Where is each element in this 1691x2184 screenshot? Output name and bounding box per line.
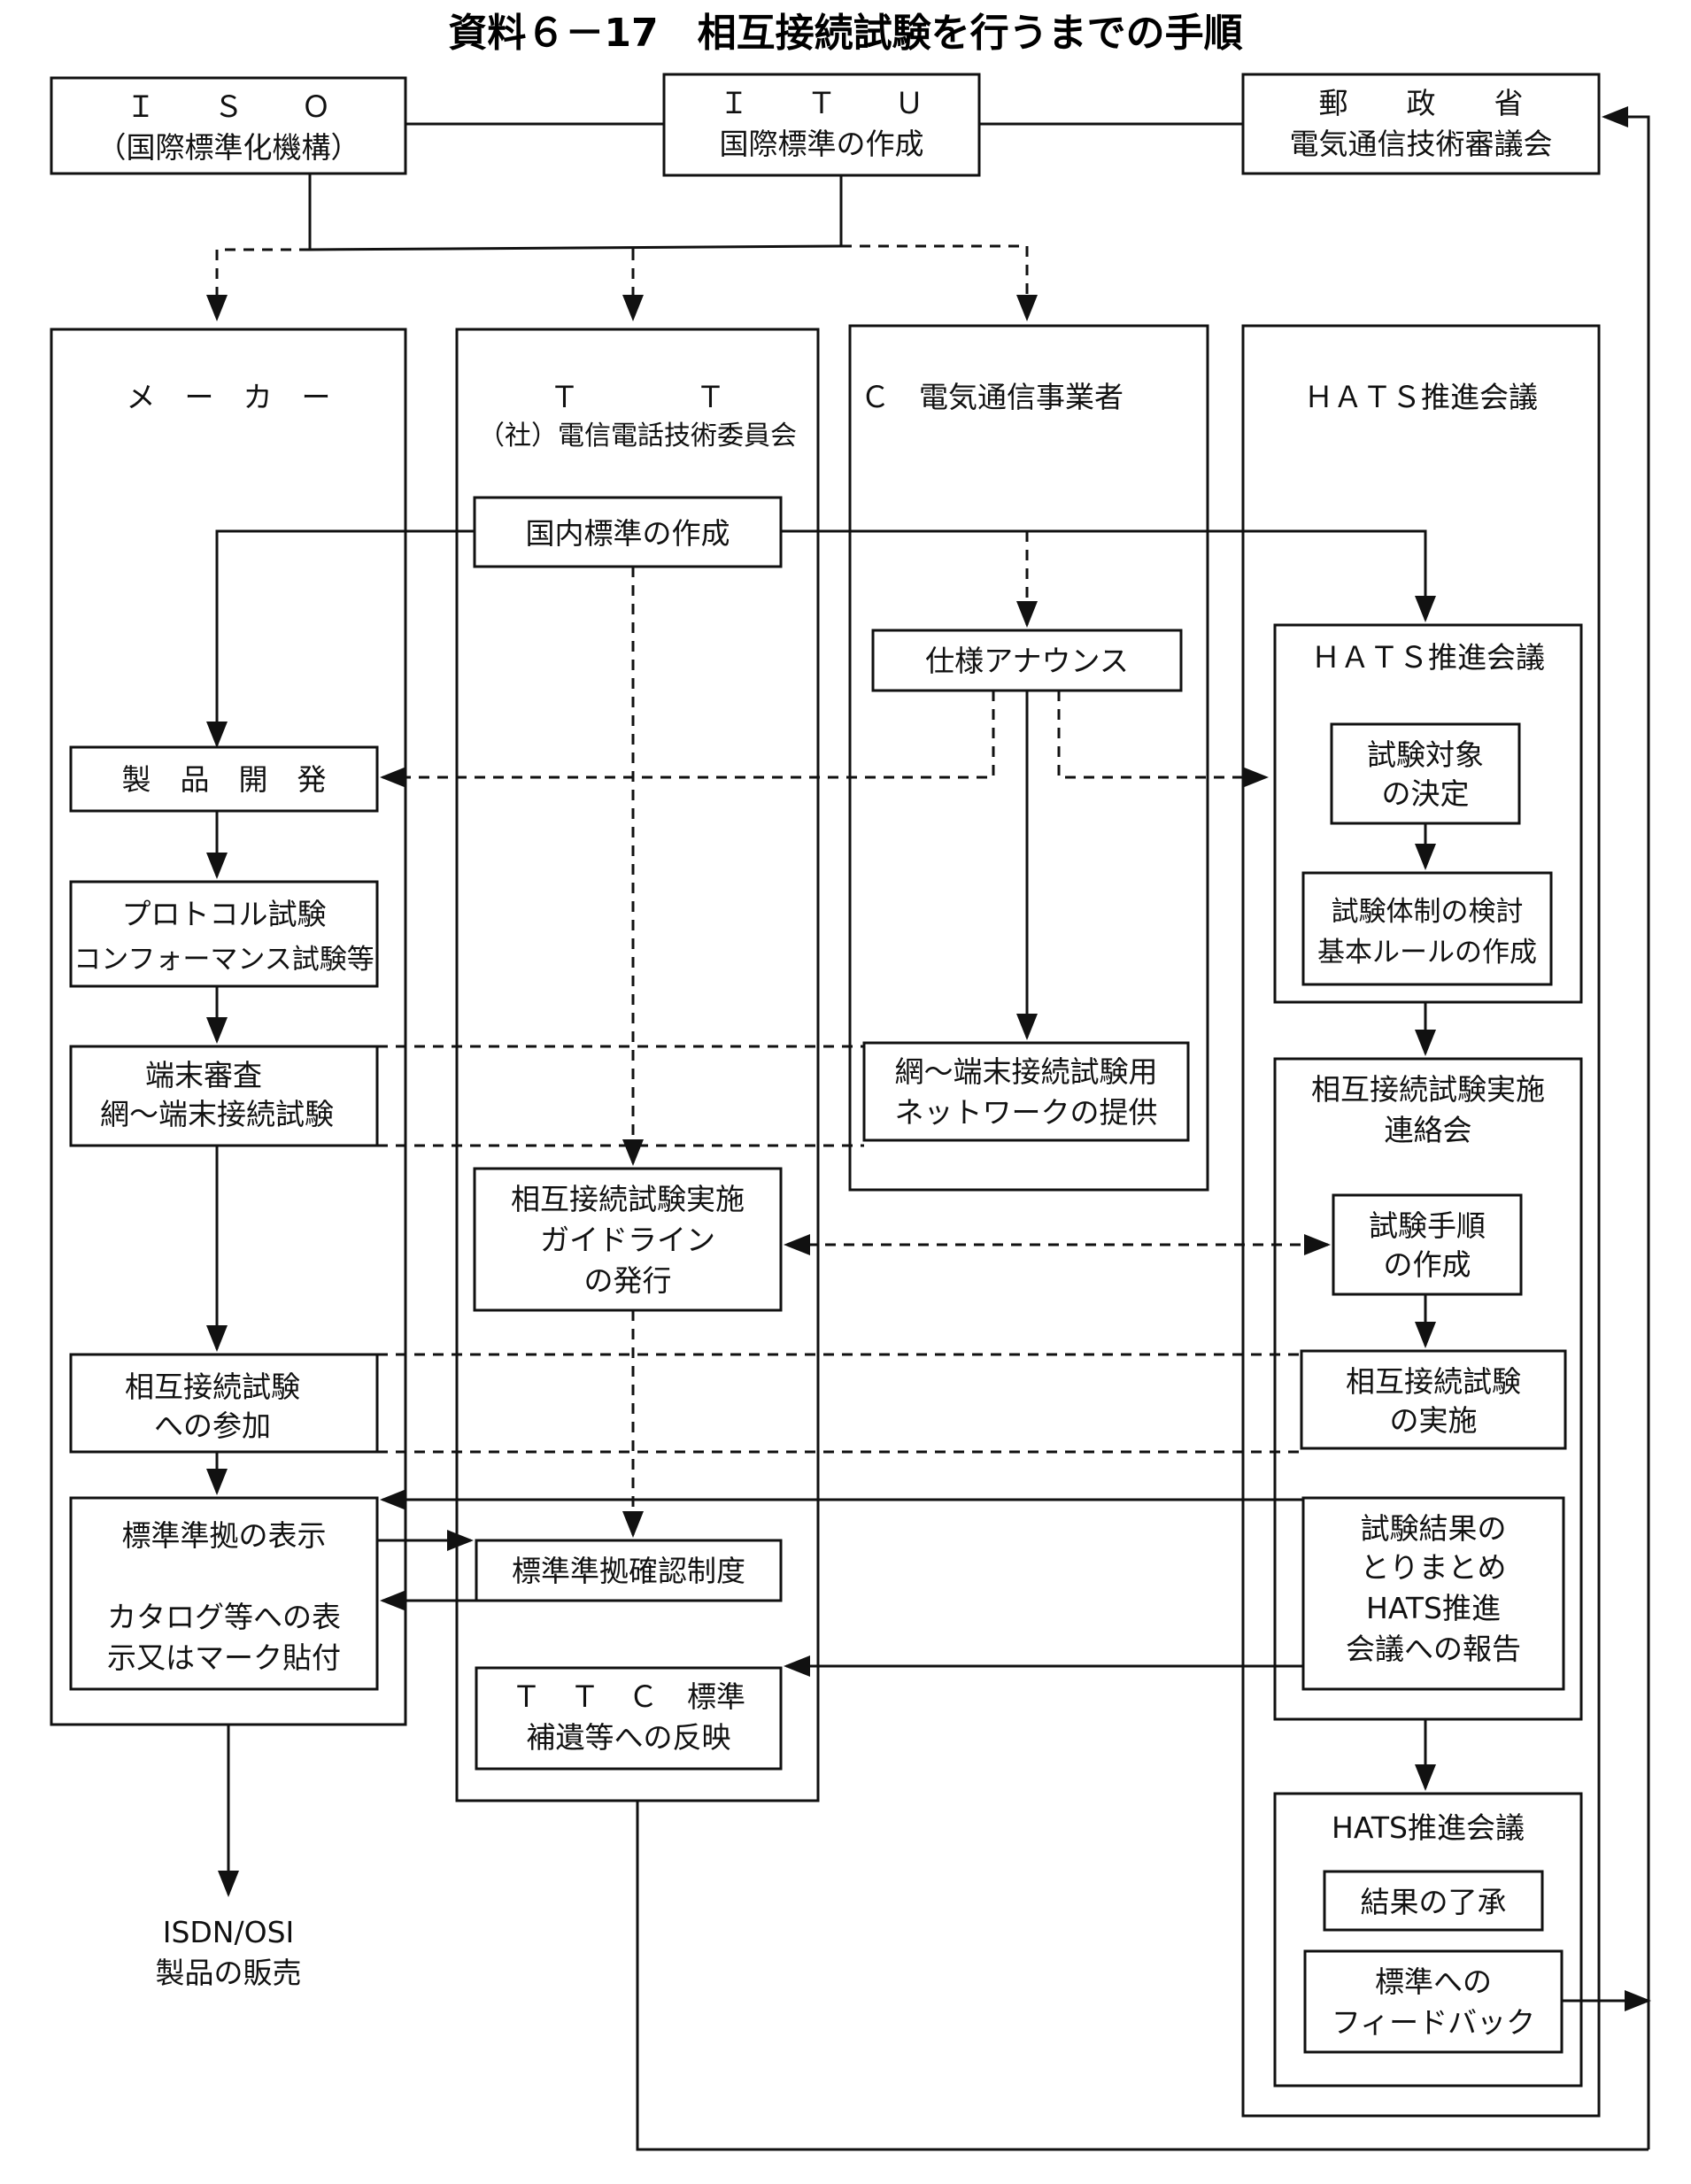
itu-subtitle: 国際標準の作成 — [720, 127, 924, 161]
hats-column — [1241, 324, 1601, 2118]
test-target-label: 試験対象 — [1367, 737, 1484, 772]
itu-label: Ｉ Ｔ Ｕ — [720, 86, 924, 120]
approval-box — [1323, 1870, 1544, 1932]
mark-label: 示又はマーク貼付 — [107, 1640, 341, 1675]
hats-inner-title: ＨＡＴＳ推進会議 — [1311, 640, 1545, 675]
standard-display-label: 標準準拠の表示 — [122, 1518, 327, 1553]
mpt-label: 郵 政 省 — [1319, 86, 1524, 120]
iso-subtitle: （国際標準化機構） — [97, 130, 360, 165]
arrow-std-to-maker — [206, 529, 475, 748]
results-summary-line3: HATS推進 — [1366, 1591, 1501, 1625]
procedure-sublabel: の作成 — [1384, 1247, 1471, 1282]
participation-label: への参加 — [154, 1408, 271, 1443]
ttc-column-subtitle: （社）電信電話技術委員会 — [478, 421, 797, 451]
terminal-review-label: 端末審査 — [145, 1058, 262, 1092]
cert-system-box — [475, 1539, 783, 1602]
spec-announcement-box — [871, 629, 1183, 692]
iso-label: Ｉ Ｓ Ｏ — [127, 89, 331, 124]
sales-label: 製品の販売 — [156, 1956, 302, 1990]
approval-label: 結果の了承 — [1361, 1885, 1507, 1919]
iso-box — [50, 76, 407, 175]
network-provide-sublabel: ネットワークの提供 — [895, 1095, 1158, 1130]
network-provide-label: 網～端末接続試験用 — [895, 1054, 1158, 1089]
hats-meeting-label: HATS推進会議 — [1332, 1810, 1525, 1845]
spec-announcement-label: 仕様アナウンス — [925, 644, 1129, 678]
feedback-loop-to-mpt — [1602, 106, 1650, 2149]
ttc-reflect-box — [475, 1666, 783, 1771]
interop-exec-box — [1300, 1349, 1567, 1450]
catalog-display-label: カタログ等への表 — [107, 1600, 341, 1634]
carrier-column-title: Ｃ 電気通信事業者 — [861, 380, 1123, 414]
distribution-dashed-line — [217, 244, 1027, 251]
domestic-standard-label: 国内標準の作成 — [526, 516, 730, 551]
network-provide-box — [862, 1041, 1190, 1142]
protocol-test-box — [69, 880, 379, 988]
procedure-box — [1332, 1193, 1523, 1296]
carrier-column — [848, 324, 1209, 1192]
test-system-sublabel: 基本ルールの作成 — [1317, 937, 1537, 969]
cert-system-label: 標準準拠確認制度 — [512, 1554, 745, 1588]
guideline-issue-label: の発行 — [584, 1263, 672, 1298]
iso-itu-join-line — [309, 244, 842, 251]
standard-display-box — [69, 1496, 379, 1691]
test-system-label: 試験体制の検討 — [1332, 896, 1524, 928]
product-development-label: 製 品 開 発 — [122, 762, 327, 797]
terminal-review-box — [69, 1045, 379, 1147]
feedback-label: 標準への — [1375, 1964, 1492, 1999]
ttc-reflect-label: Ｔ Ｔ Ｃ 標準 — [512, 1679, 745, 1714]
ttc-reflect-sublabel: 補遺等への反映 — [527, 1720, 731, 1755]
interop-participation-box — [69, 1353, 379, 1454]
interop-participation-label: 相互接続試験 — [125, 1370, 300, 1404]
protocol-test-label: プロトコル試験 — [122, 897, 327, 931]
interop-exec-sublabel: の実施 — [1390, 1403, 1478, 1438]
interop-exec-label: 相互接続試験 — [1346, 1364, 1521, 1399]
arrow-std-to-hats — [781, 529, 1436, 622]
sales-label-isdn: ISDN/OSI — [163, 1915, 295, 1949]
maker-column-title: メ ー カ ー — [127, 380, 331, 414]
conformance-test-label: コンフォーマンス試験等 — [73, 944, 374, 976]
results-summary-label: 試験結果の — [1361, 1511, 1507, 1546]
network-terminal-test-label: 網～端末接続試験 — [100, 1097, 334, 1131]
mpt-box — [1241, 73, 1601, 175]
dashed-arrow-spec-to-hats — [1057, 691, 1269, 788]
page-title: 資料６－17 相互接続試験を行うまでの手順 — [448, 11, 1242, 56]
results-summary-box — [1301, 1496, 1565, 1691]
product-development-box — [69, 745, 379, 813]
guideline-sublabel: ガイドライン — [540, 1223, 715, 1257]
dashed-arrow-spec-to-dev — [380, 691, 995, 788]
liaison-sublabel: 連絡会 — [1385, 1113, 1472, 1147]
feedback-box — [1303, 1949, 1564, 2054]
guideline-label: 相互接続試験実施 — [511, 1182, 745, 1216]
liaison-label: 相互接続試験実施 — [1311, 1072, 1545, 1107]
feedback-sublabel: フィードバック — [1332, 2005, 1535, 2040]
guideline-box — [473, 1167, 783, 1312]
hats-column-title: ＨＡＴＳ推進会議 — [1304, 380, 1538, 414]
procedure-label: 試験手順 — [1369, 1208, 1486, 1243]
mpt-subtitle: 電気通信技術審議会 — [1290, 127, 1553, 161]
results-summary-line4: 会議への報告 — [1346, 1632, 1521, 1666]
results-summary-line2: とりまとめ — [1361, 1550, 1507, 1585]
ttc-column-title: Ｔ Ｔ — [550, 380, 725, 414]
test-system-box — [1301, 871, 1553, 986]
ttc-reflect-loop-line — [636, 1801, 1649, 2151]
itu-box — [662, 73, 981, 177]
test-target-sublabel: の決定 — [1382, 776, 1470, 811]
